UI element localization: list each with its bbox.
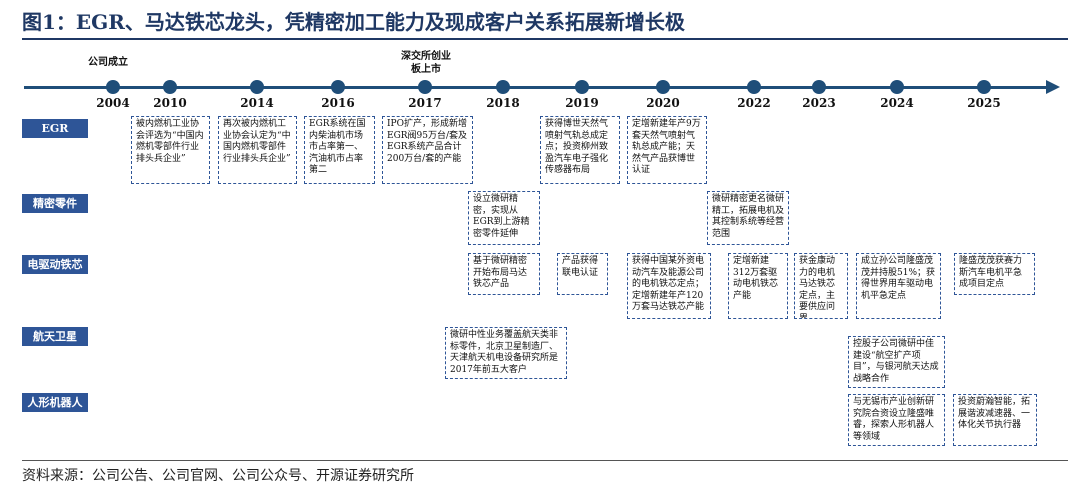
milestone-listed-text: 深交所创业板上市 <box>401 51 451 75</box>
footer-divider <box>22 460 1068 461</box>
year-label: 2020 <box>646 96 680 110</box>
year-label: 2004 <box>96 96 130 110</box>
event-box-egr-2016: EGR系统在国内柴油机市场市占率第一、汽油机市占率第二 <box>304 116 375 184</box>
row-label-precision: 精密零件 <box>22 194 88 213</box>
source-note: 资料来源：公司公告、公司官网、公司公众号、开源证券研究所 <box>22 468 414 484</box>
year-dot <box>418 80 432 94</box>
year-dot <box>812 80 826 94</box>
row-label-motor: 电驱动铁芯 <box>22 255 88 274</box>
year-label: 2019 <box>565 96 599 110</box>
event-box-egr-2010: 被内燃机工业协会评选为“中国内燃机零部件行业排头兵企业” <box>131 116 210 184</box>
event-box-egr-2014: 再次被内燃机工业协会认定为“中国内燃机零部件行业排头兵企业” <box>218 116 297 184</box>
event-box-aero-2024: 控股子公司微研中佳建设“航空扩产项目”，与银河航天达成战略合作 <box>848 336 945 388</box>
event-box-motor-2022: 定增新建312万套驱动电机铁芯产能 <box>728 253 788 319</box>
event-box-motor-2020: 获得中国某外资电动汽车及能源公司的电机铁芯定点；定增新建年产120万套马达铁芯产… <box>627 253 711 319</box>
milestone-listed: 深交所创业板上市 <box>398 50 454 76</box>
year-dot <box>106 80 120 94</box>
year-dot <box>575 80 589 94</box>
year-label: 2016 <box>321 96 355 110</box>
year-label: 2014 <box>240 96 274 110</box>
year-label: 2018 <box>486 96 520 110</box>
title-divider <box>22 38 1068 40</box>
row-label-aerospace: 航天卫星 <box>22 327 88 346</box>
year-dot <box>890 80 904 94</box>
year-dot <box>496 80 510 94</box>
year-dot <box>977 80 991 94</box>
event-box-precision-2018: 设立微研精密，实现从EGR到上游精密零件延伸 <box>468 191 540 245</box>
year-dot <box>331 80 345 94</box>
event-box-motor-2023: 获金康动力的电机马达铁芯定点，主要供应问界 <box>794 253 848 319</box>
event-box-egr-2020: 定增新建年产9万套天然气喷射气轨总成产能；天然气产品获博世认证 <box>627 116 707 184</box>
event-box-aero-2018: 微研中性业务覆盖航天类非标零件，北京卫星制造厂、天津航天机电设备研究所是2017… <box>445 327 567 379</box>
row-label-robot: 人形机器人 <box>22 393 88 412</box>
event-box-motor-2024: 成立孙公司隆盛茂茂并持股51%；获得世界用车驱动电机平急定点 <box>856 253 941 319</box>
event-box-motor-2025: 隆盛茂茂获赛力斯汽车电机平急成项目定点 <box>954 253 1035 295</box>
event-box-motor-2019: 产品获得联电认证 <box>557 253 608 295</box>
event-box-precision-2022: 微研精密更名微研精工，拓展电机及其控制系统等经营范围 <box>707 191 789 245</box>
event-box-egr-2017: IPO扩产，形成新增EGR阀95万台/套及EGR系统产品合计200万台/套的产能 <box>382 116 473 184</box>
year-label: 2022 <box>737 96 771 110</box>
event-box-egr-2019: 获得博世天然气喷射气轨总成定点；投资柳州致盈汽车电子强化传感器布局 <box>540 116 620 184</box>
year-label: 2023 <box>802 96 836 110</box>
year-label: 2025 <box>967 96 1001 110</box>
year-dot <box>163 80 177 94</box>
milestone-founded: 公司成立 <box>88 57 128 68</box>
event-box-robot-2025: 投资蔚瀚智能，拓展谐波减速器、一体化关节执行器 <box>953 394 1037 446</box>
year-dot <box>656 80 670 94</box>
year-dot <box>250 80 264 94</box>
timeline-arrow-icon <box>1046 80 1060 94</box>
event-box-motor-2018: 基于微研精密开始布局马达铁芯产品 <box>468 253 540 295</box>
event-box-robot-2024: 与无锡市产业创新研究院合资设立隆盛唯睿，探索人形机器人等领域 <box>848 394 945 446</box>
timeline-axis <box>24 86 1056 89</box>
year-label: 2024 <box>880 96 914 110</box>
year-label: 2017 <box>408 96 442 110</box>
year-dot <box>747 80 761 94</box>
page-title: 图1：EGR、马达铁芯龙头，凭精密加工能力及现成客户关系拓展新增长极 <box>22 10 685 34</box>
row-label-egr: EGR <box>22 119 88 138</box>
year-label: 2010 <box>153 96 187 110</box>
